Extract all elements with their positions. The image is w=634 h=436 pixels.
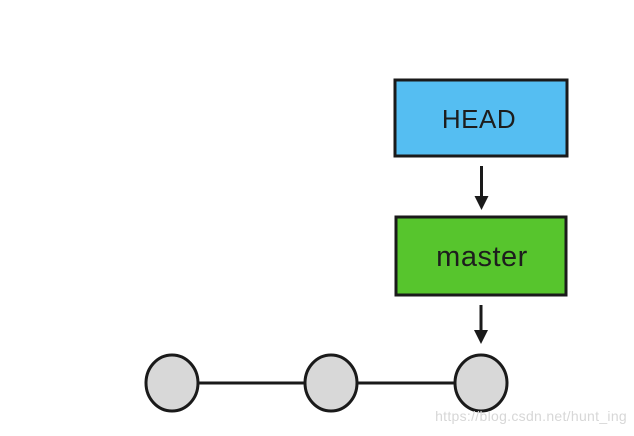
arrow-master-to-commit bbox=[474, 305, 488, 344]
commit-node-current bbox=[453, 353, 509, 413]
arrow-down-icon bbox=[474, 330, 488, 344]
commit-node bbox=[144, 353, 200, 413]
master-box bbox=[394, 215, 568, 297]
head-label: HEAD bbox=[442, 104, 516, 134]
arrow-head-to-master bbox=[474, 166, 489, 210]
commit-node bbox=[303, 353, 359, 413]
arrow-down-icon bbox=[474, 196, 489, 210]
master-label: master bbox=[436, 241, 528, 273]
watermark: https://blog.csdn.net/hunt_ing bbox=[435, 408, 627, 424]
head-box bbox=[393, 78, 569, 158]
